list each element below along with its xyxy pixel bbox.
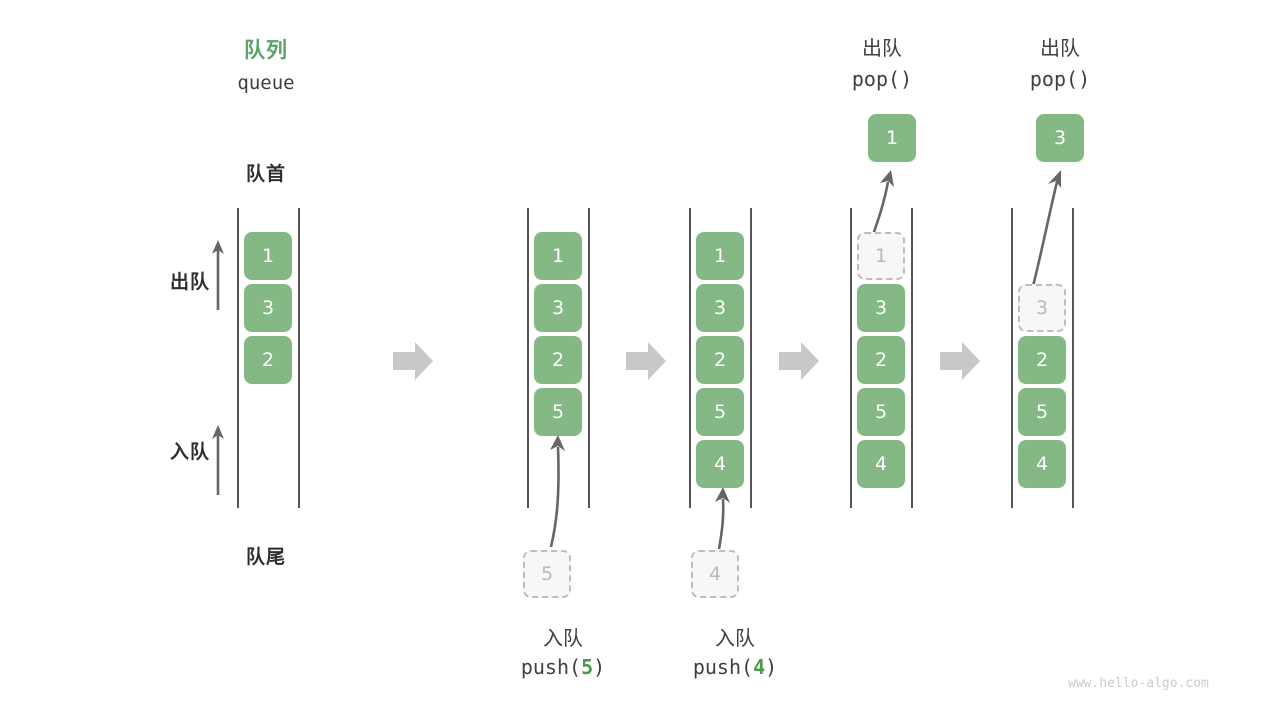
flow-arrow-icon <box>626 342 666 380</box>
queue-rail-left <box>237 208 239 508</box>
queue-cell: 2 <box>1018 336 1066 384</box>
queue-cell: 1 <box>534 232 582 280</box>
op-label-push-5-cn: 入队 <box>543 626 583 650</box>
op-code-prefix: pop( <box>851 67 901 91</box>
queue-rail-right <box>750 208 752 508</box>
queue-column-pop-3: 3 2 5 4 <box>1018 232 1066 488</box>
queue-rail-left <box>689 208 691 508</box>
queue-column-push-5: 1 3 2 5 <box>534 232 582 436</box>
op-label-pop-1-cn: 出队 <box>862 36 902 60</box>
ghost-cell-push-4: 4 <box>691 550 739 598</box>
op-code-arg: 4 <box>753 655 766 679</box>
queue-cell: 5 <box>857 388 905 436</box>
op-code-prefix: pop( <box>1029 67 1079 91</box>
op-code-suffix: ) <box>900 67 913 91</box>
popped-cell-3: 3 <box>1036 114 1084 162</box>
label-front: 队首 <box>245 163 286 185</box>
enqueue-direction-arrow-icon <box>212 425 224 495</box>
op-label-push-4-cn: 入队 <box>715 626 755 650</box>
queue-cell: 4 <box>1018 440 1066 488</box>
queue-cell: 3 <box>534 284 582 332</box>
op-code-prefix: push( <box>692 655 754 679</box>
op-code-prefix: push( <box>520 655 582 679</box>
queue-cell: 3 <box>857 284 905 332</box>
op-code-suffix: ) <box>765 655 778 679</box>
watermark: www.hello-algo.com <box>1068 676 1209 691</box>
queue-cell: 3 <box>244 284 292 332</box>
queue-cell: 2 <box>534 336 582 384</box>
op-label-pop-1-code: pop() <box>812 67 952 91</box>
flow-arrow-icon <box>940 342 980 380</box>
pop-arrow-3-icon <box>1030 170 1061 291</box>
flow-arrow-icon <box>393 342 433 380</box>
op-code-arg: 5 <box>581 655 594 679</box>
queue-cell-empty <box>1018 232 1066 280</box>
queue-rail-right <box>911 208 913 508</box>
queue-column-push-4: 1 3 2 5 4 <box>696 232 744 488</box>
op-code-suffix: ) <box>593 655 606 679</box>
flow-arrow-icon <box>779 342 819 380</box>
popped-cell-1: 1 <box>868 114 916 162</box>
queue-rail-right <box>1072 208 1074 508</box>
label-enqueue: 入队 <box>169 441 210 463</box>
op-label-pop-3-cn: 出队 <box>1040 36 1080 60</box>
queue-cell: 5 <box>696 388 744 436</box>
queue-cell: 2 <box>696 336 744 384</box>
queue-rail-left <box>850 208 852 508</box>
queue-cell: 4 <box>857 440 905 488</box>
queue-cell: 1 <box>696 232 744 280</box>
queue-cell-new: 4 <box>696 440 744 488</box>
dequeue-direction-arrow-icon <box>212 240 224 310</box>
queue-cell-new: 5 <box>534 388 582 436</box>
op-label-push-5-code: push(5) <box>473 655 653 679</box>
ghost-cell-push-5: 5 <box>523 550 571 598</box>
push-arrow-5-icon <box>549 435 565 548</box>
queue-cell: 2 <box>244 336 292 384</box>
label-dequeue: 出队 <box>169 271 210 293</box>
queue-cell: 1 <box>244 232 292 280</box>
diagram-title-en: queue <box>237 72 295 94</box>
label-rear: 队尾 <box>245 546 286 568</box>
op-label-pop-3-code: pop() <box>990 67 1130 91</box>
queue-rail-left <box>1011 208 1013 508</box>
ghost-cell-pop-1: 1 <box>857 232 905 280</box>
op-label-push-4-code: push(4) <box>645 655 825 679</box>
queue-column-initial: 1 3 2 <box>244 232 292 384</box>
queue-cell: 3 <box>696 284 744 332</box>
op-code-suffix: ) <box>1078 67 1091 91</box>
queue-cell: 2 <box>857 336 905 384</box>
push-arrow-4-icon <box>715 487 730 550</box>
queue-cell: 5 <box>1018 388 1066 436</box>
queue-column-pop-1: 1 3 2 5 4 <box>857 232 905 488</box>
diagram-title-cn: 队列 <box>244 38 288 62</box>
queue-rail-left <box>527 208 529 508</box>
queue-rail-right <box>298 208 300 508</box>
queue-rail-right <box>588 208 590 508</box>
ghost-cell-pop-3: 3 <box>1018 284 1066 332</box>
pop-arrow-1-icon <box>870 170 894 239</box>
